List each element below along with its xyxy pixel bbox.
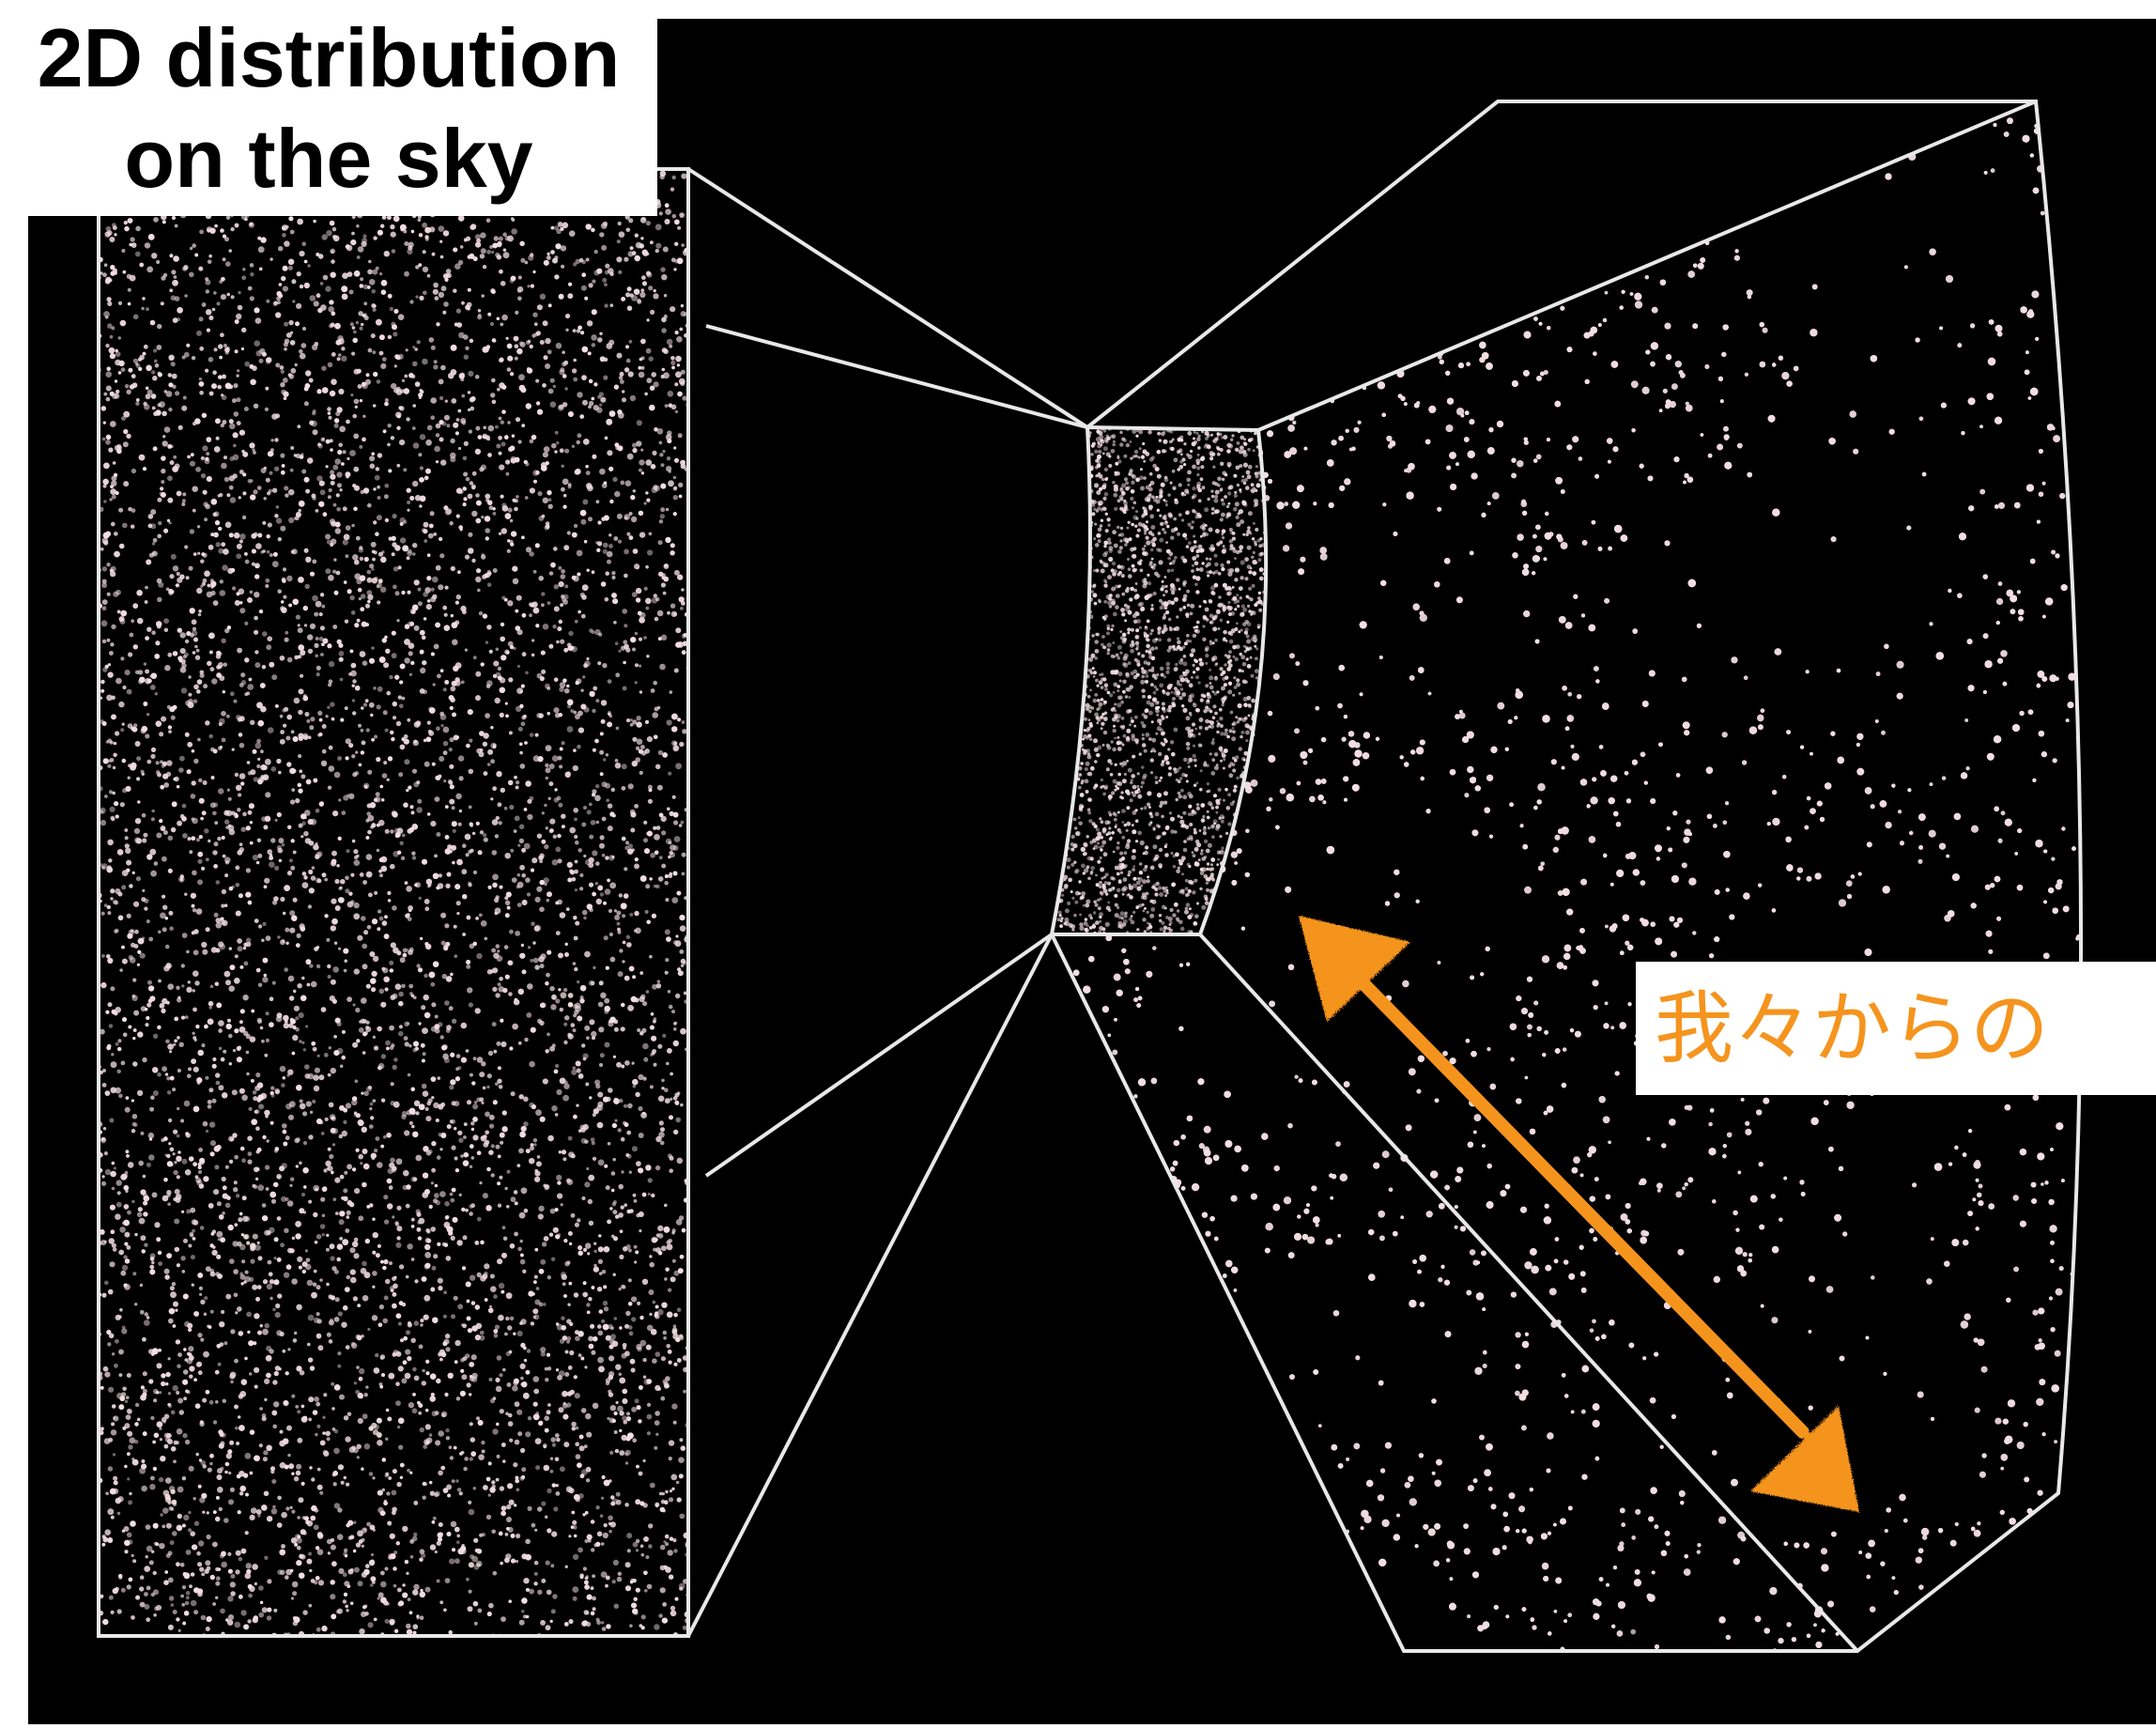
sky-label-line1: 2D distribution: [0, 8, 657, 108]
sky-label-line2: on the sky: [0, 108, 657, 208]
sky-distribution-label: 2D distribution on the sky: [0, 0, 657, 216]
distance-label: 我々からの: [1636, 962, 2156, 1095]
